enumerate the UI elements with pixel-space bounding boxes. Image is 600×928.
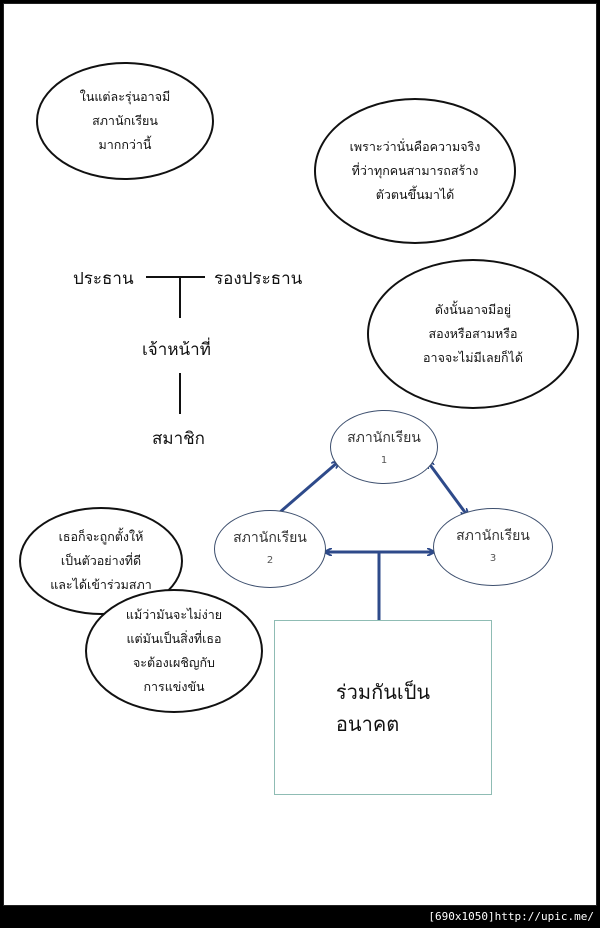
council-3-name: สภานักเรียน [456, 528, 530, 544]
council-3-number: 3 [489, 553, 497, 564]
council-2: สภานักเรียน 2 [214, 510, 326, 588]
future-box: ร่วมกันเป็น อนาคต [274, 620, 492, 795]
council-1: สภานักเรียน 1 [330, 410, 438, 484]
watermark-text: [690x1050]http://upic.me/ [428, 910, 594, 923]
org-member: สมาชิก [152, 429, 205, 449]
future-box-text: ร่วมกันเป็น อนาคต [335, 679, 431, 736]
bubble-top-right: เพราะว่านั่นคือความจริง ที่ว่าทุกคนสามาร… [314, 98, 516, 244]
council-2-name: สภานักเรียน [233, 530, 307, 546]
org-president: ประธาน [73, 269, 134, 289]
org-officer: เจ้าหน้าที่ [142, 340, 211, 360]
arrow-council-1-2 [272, 462, 338, 519]
arrow-council-1-3 [428, 462, 467, 515]
council-1-number: 1 [380, 455, 388, 466]
bubble-lower-left-1: เธอก็จะถูกตั้งให้ เป็นตัวอย่างที่ดี และไ… [19, 507, 183, 615]
bubble-middle-right: ดังนั้นอาจมีอยู่ สองหรือสามหรือ อาจจะไม่… [367, 259, 579, 409]
bubble-top-left: ในแต่ละรุ่นอาจมี สภานักเรียน มากกว่านี้ [36, 62, 214, 180]
bubble-lower-left-2: แม้ว่ามันจะไม่ง่าย แต่มันเป็นสิ่งที่เธอ … [85, 589, 263, 713]
council-2-number: 2 [266, 555, 274, 566]
council-1-name: สภานักเรียน [347, 430, 421, 446]
org-vice-president: รองประธาน [214, 269, 303, 289]
council-3: สภานักเรียน 3 [433, 508, 553, 586]
